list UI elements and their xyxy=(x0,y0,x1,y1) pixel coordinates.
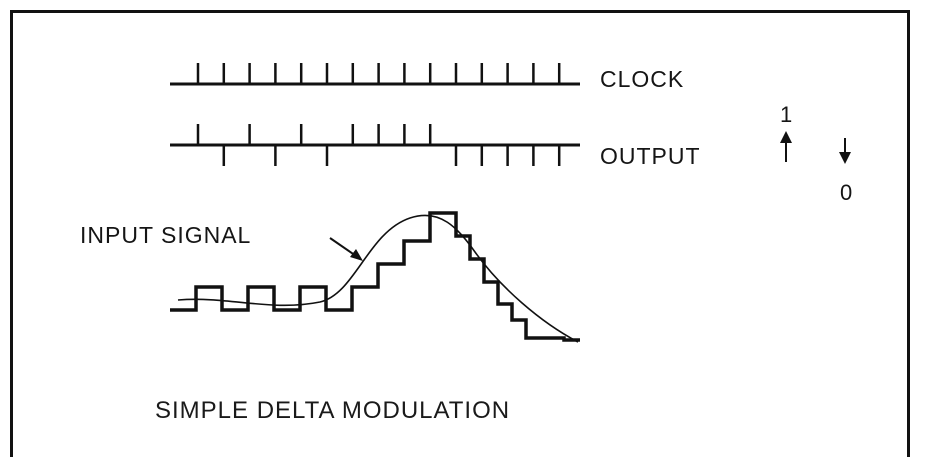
clock-waveform xyxy=(170,63,580,86)
input-signal-label: INPUT SIGNAL xyxy=(80,222,252,248)
figure-caption: SIMPLE DELTA MODULATION xyxy=(155,397,511,424)
output-high-label: 1 xyxy=(780,102,793,127)
input-signal-pointer-arrowhead xyxy=(350,249,363,261)
output-label: OUTPUT xyxy=(600,143,701,169)
indicator-arrows xyxy=(780,131,851,164)
down-arrow-head xyxy=(839,152,851,164)
staircase-approximation xyxy=(170,211,580,342)
signal-plot xyxy=(170,211,580,343)
figure-frame xyxy=(10,10,910,457)
up-arrow-head xyxy=(780,131,792,143)
output-waveform xyxy=(170,124,580,166)
output-low-label: 0 xyxy=(840,180,853,205)
input-signal-curve xyxy=(177,214,579,343)
clock-label: CLOCK xyxy=(600,66,685,92)
